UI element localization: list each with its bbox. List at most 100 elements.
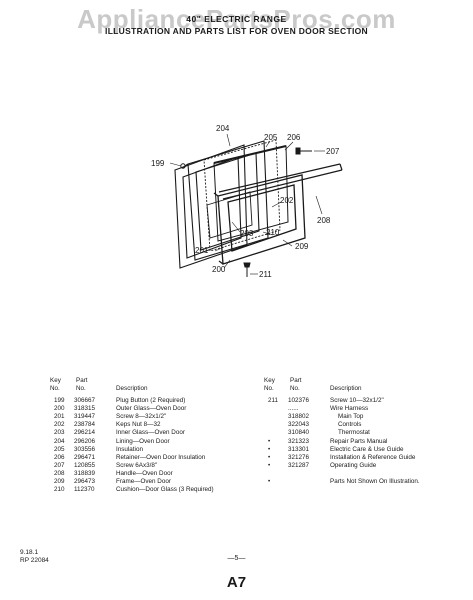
cell-part: ...... — [288, 405, 299, 413]
cell-key: • — [268, 453, 271, 461]
cell-desc: Controls — [338, 421, 362, 429]
door-frame-209 — [213, 174, 306, 265]
cell-desc: Screw 10—32x1/2" — [330, 397, 384, 404]
callout-200: 200 — [212, 265, 226, 274]
cell-part: 321276 — [288, 453, 310, 461]
cell-desc: Thermostat — [338, 429, 370, 437]
outer-glass-200 — [174, 144, 248, 269]
cell-key: 206 — [54, 453, 65, 461]
cell-key: 203 — [54, 429, 65, 437]
cell-key: 201 — [54, 413, 65, 421]
page-subtitle: 40" ELECTRIC RANGE — [186, 14, 287, 24]
screw-211 — [243, 262, 251, 277]
cell-key: 200 — [54, 405, 65, 413]
cell-desc: Screw 6Ax3/8" — [116, 461, 158, 469]
page-number: —5— — [227, 555, 246, 562]
cell-key: 209 — [54, 478, 65, 485]
cell-part: 318839 — [74, 469, 96, 477]
cell-key: • — [268, 445, 271, 453]
cell-part: 296214 — [74, 429, 96, 437]
watermark: AppliancePartsPros.com — [77, 4, 396, 34]
cell-key: 208 — [54, 469, 65, 477]
cell-desc: Outer Glass—Oven Door — [116, 405, 187, 413]
insulation-205 — [203, 139, 281, 252]
cell-part: 296471 — [74, 453, 96, 461]
cell-part: 321323 — [288, 437, 310, 445]
cell-part: 120855 — [74, 461, 96, 469]
cell-desc: Inner Glass—Oven Door — [116, 429, 185, 437]
cell-desc: Main Top — [338, 413, 364, 421]
door-lining-204 — [181, 140, 269, 261]
callout-210: 210 — [266, 228, 280, 237]
description-header: Description — [116, 385, 148, 392]
cell-part: 303556 — [74, 445, 96, 453]
cell-key: • — [268, 478, 271, 485]
cell-key: • — [268, 437, 271, 445]
cell-part: 321287 — [288, 461, 310, 469]
cell-part: 102376 — [288, 397, 310, 404]
cell-part: 296206 — [74, 437, 96, 445]
cell-key: 205 — [54, 445, 65, 453]
footer-ref: 9.18.1 RP 22084 — [20, 549, 49, 565]
callout-201: 201 — [195, 246, 209, 255]
cell-desc: Insulation — [116, 445, 143, 453]
cell-key: 199 — [54, 397, 65, 404]
cell-key: • — [268, 461, 271, 469]
cell-part: 319447 — [74, 413, 96, 421]
cell-desc: Repair Parts Manual — [330, 437, 388, 445]
callout-labels: 199 204 205 206 207 202 203 210 208 201 … — [151, 124, 340, 279]
callout-209: 209 — [295, 242, 309, 251]
cell-desc: Frame—Oven Door — [116, 478, 171, 485]
page-code: A7 — [226, 574, 247, 591]
door-handle-208 — [218, 163, 343, 200]
cell-desc: Keps Nut 8—32 — [116, 421, 161, 429]
callout-207: 207 — [326, 147, 340, 156]
cell-desc: Electric Care & Use Guide — [330, 445, 404, 453]
cell-part: 296473 — [74, 478, 96, 485]
cell-part: 238784 — [74, 421, 96, 429]
page-title: ILLUSTRATION AND PARTS LIST FOR OVEN DOO… — [105, 26, 368, 36]
footer-date: 9.18.1 — [20, 549, 39, 556]
cell-key: 202 — [54, 421, 65, 429]
cell-desc: Handle—Oven Door — [116, 469, 173, 477]
cell-desc: Plug Button (2 Required) — [116, 397, 186, 404]
cell-desc: Installation & Reference Guide — [330, 453, 416, 461]
callout-203: 203 — [240, 229, 254, 238]
callout-206: 206 — [287, 133, 301, 142]
cell-desc: Parts Not Shown On Illustration. — [330, 478, 420, 485]
leader-lines — [169, 133, 325, 275]
cell-desc: Lining—Oven Door — [116, 437, 170, 445]
callout-202: 202 — [280, 196, 294, 205]
callout-199: 199 — [151, 159, 165, 168]
retainer-206 — [213, 145, 289, 242]
screw-207 — [295, 147, 312, 155]
cell-key: 207 — [54, 461, 65, 469]
cell-part: 313301 — [288, 445, 310, 453]
description-header: Description — [330, 385, 362, 392]
cell-part: 310840 — [288, 429, 310, 437]
cell-desc: Screw 8—32x1/2" — [116, 413, 167, 421]
cell-part: 318315 — [74, 405, 96, 413]
oven-door-diagram: 199 204 205 206 207 202 203 210 208 201 … — [151, 124, 343, 279]
callout-205: 205 — [264, 133, 278, 142]
cell-key: 210 — [54, 486, 65, 494]
cell-part: 318802 — [288, 413, 310, 421]
cell-part: 112370 — [74, 486, 95, 494]
cell-desc: Cushion—Door Glass (3 Required) — [116, 486, 214, 494]
cell-desc: Wire Harness — [330, 405, 369, 413]
cell-part: 306667 — [74, 397, 96, 404]
cell-key: 204 — [54, 437, 65, 445]
cell-desc: Retainer—Oven Door Insulation — [116, 453, 206, 461]
footer-doc: RP 22084 — [20, 557, 49, 564]
callout-208: 208 — [317, 216, 331, 225]
cell-desc: Operating Guide — [330, 461, 377, 469]
cell-key: 211 — [268, 397, 279, 404]
cell-part: 322043 — [288, 421, 310, 429]
callout-211: 211 — [259, 270, 272, 279]
